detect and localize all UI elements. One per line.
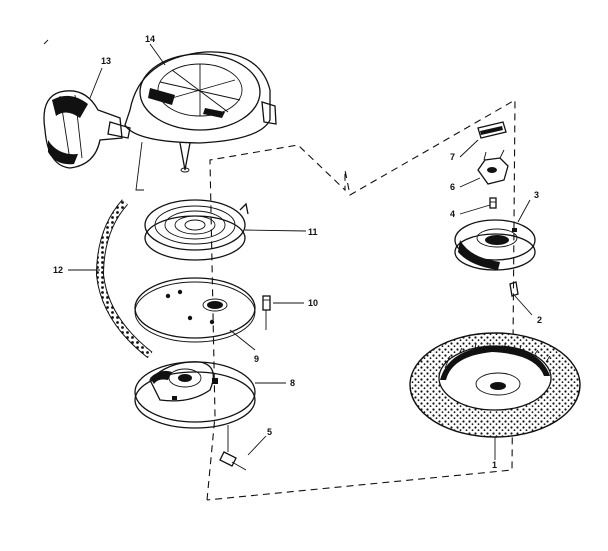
label-part-3: 3	[534, 190, 539, 200]
recoil-spring	[144, 199, 249, 261]
label-part-10: 10	[308, 298, 318, 308]
label-part-7: 7	[450, 152, 455, 162]
pawl-screw	[489, 197, 497, 209]
label-part-14: 14	[145, 34, 155, 44]
label-part-12: 12	[53, 265, 63, 275]
label-part-1: 1	[492, 460, 497, 470]
flywheel	[409, 332, 581, 438]
label-part-13: 13	[101, 56, 111, 66]
starter-pawl	[477, 149, 509, 185]
spring-retainer-plate	[134, 277, 256, 343]
cup-screw	[509, 281, 533, 316]
label-part-4: 4	[450, 209, 455, 219]
label-part-5: 5	[267, 427, 272, 437]
label-part-2: 2	[537, 315, 542, 325]
spring-clip	[477, 121, 507, 139]
starter-cup	[454, 219, 536, 271]
label-part-11: 11	[308, 227, 318, 237]
pulley-screw	[219, 425, 247, 471]
label-part-8: 8	[290, 378, 295, 388]
leader-lines	[68, 43, 531, 460]
label-part-9: 9	[254, 354, 259, 364]
label-part-6: 6	[450, 182, 455, 192]
starter-housing	[124, 51, 277, 191]
scan-mark	[43, 39, 49, 45]
pulley	[134, 361, 256, 429]
retainer-screw	[262, 295, 271, 330]
assembly-dashed-line	[206, 99, 516, 501]
starter-handle	[43, 90, 131, 169]
